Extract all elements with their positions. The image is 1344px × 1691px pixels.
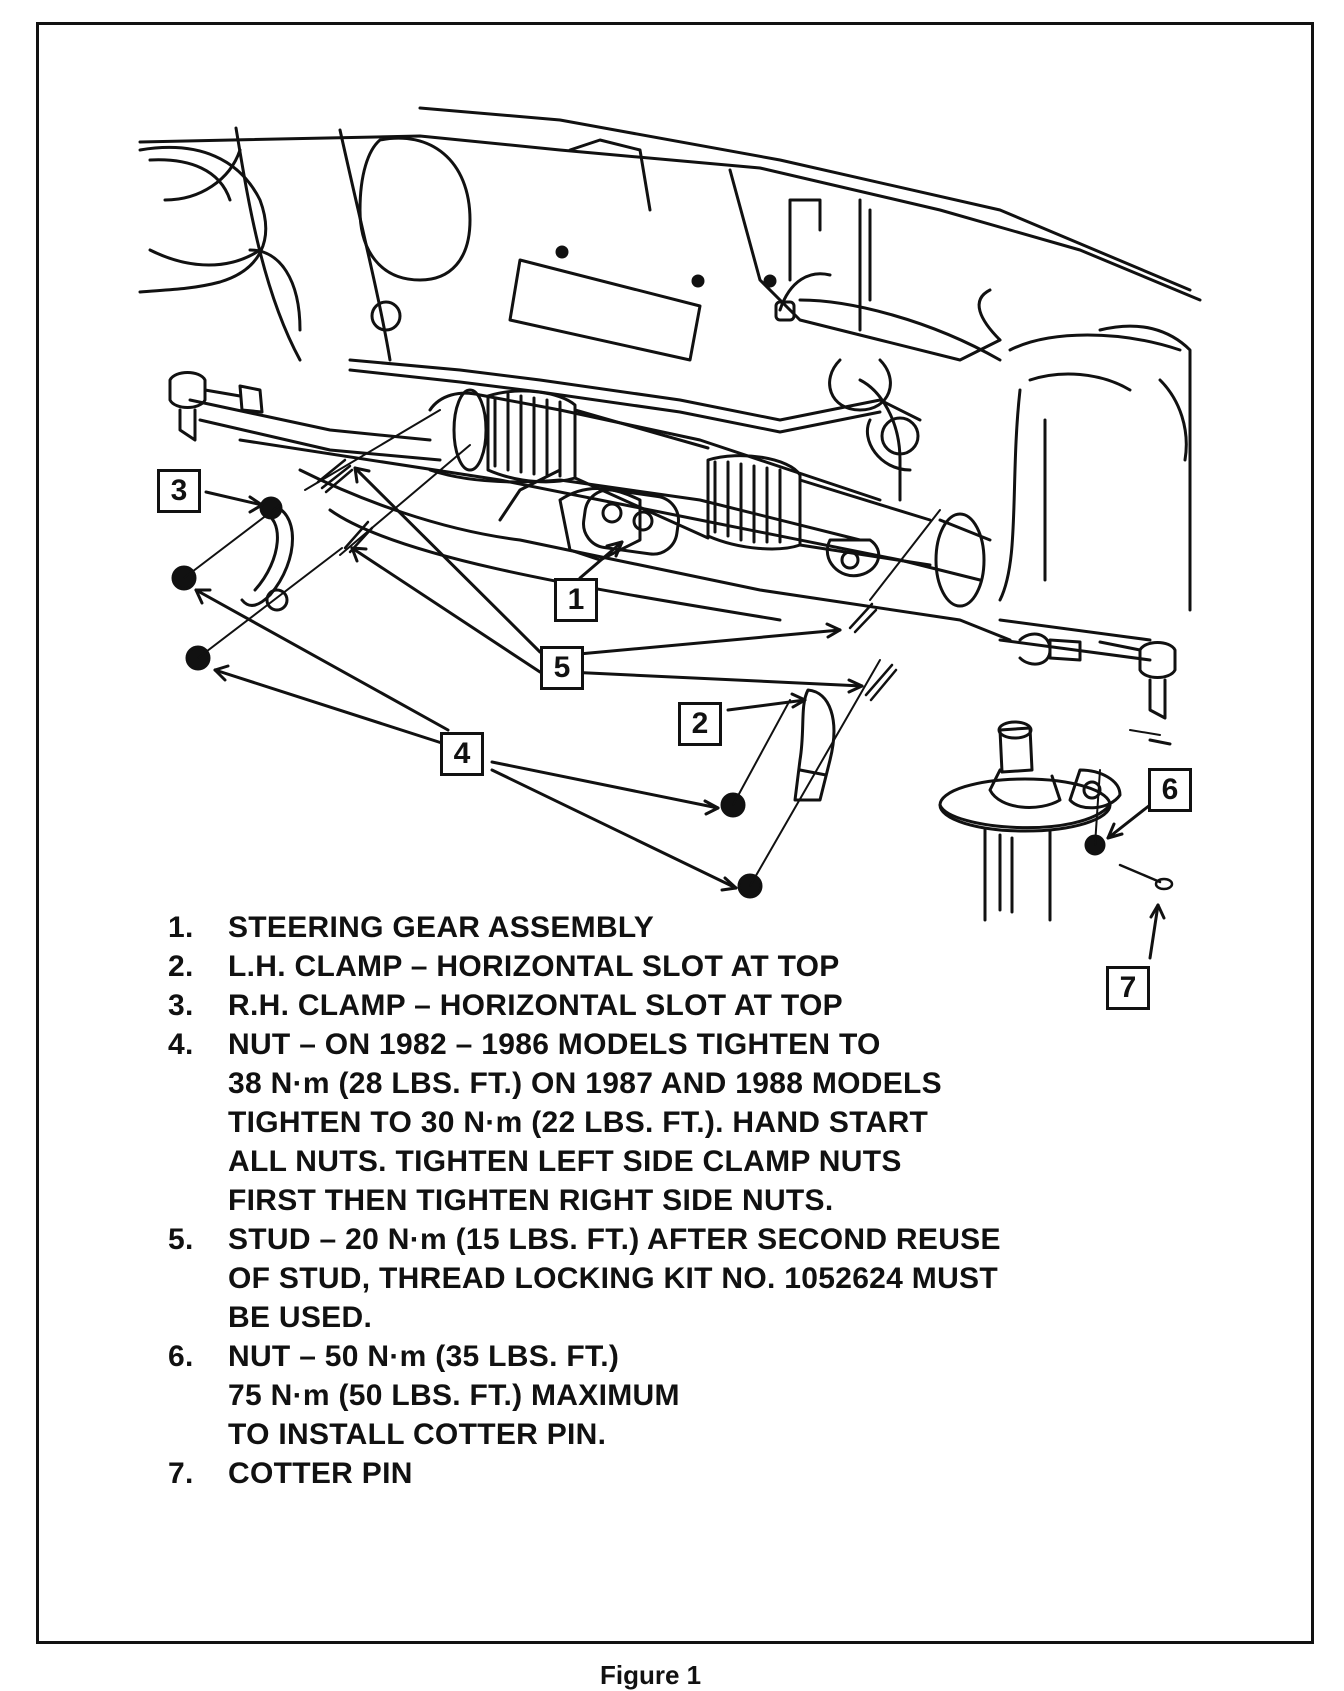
legend-item: 1. STEERING GEAR ASSEMBLY	[168, 908, 1168, 947]
callout-3-label: 3	[170, 474, 188, 507]
callout-leaders	[194, 466, 1166, 960]
legend-item-text: STEERING GEAR ASSEMBLY	[228, 911, 655, 944]
legend-item-number: 4.	[168, 1028, 194, 1061]
callout-5: 5	[540, 646, 584, 690]
legend-item-text: NUT – 50 N·m (35 LBS. FT.) 75 N·m (50 LB…	[228, 1340, 680, 1451]
body-panel-lines	[138, 106, 1202, 612]
left-tie-rod-end	[168, 371, 264, 442]
callout-4-label: 4	[453, 737, 471, 770]
legend-item-text: R.H. CLAMP – HORIZONTAL SLOT AT TOP	[228, 989, 843, 1022]
legend-item: 2. L.H. CLAMP – HORIZONTAL SLOT AT TOP	[168, 947, 1168, 986]
steering-rack	[188, 358, 1152, 662]
legend-item-number: 6.	[168, 1340, 194, 1373]
callout-4: 4	[440, 732, 484, 776]
legend-item-number: 2.	[168, 950, 194, 983]
rh-clamp	[240, 503, 294, 612]
strut-assembly	[938, 720, 1122, 922]
cotter-pin	[1118, 863, 1174, 891]
right-tie-rod-end	[1018, 632, 1177, 746]
callout-5-label: 5	[553, 651, 571, 684]
callout-1-label: 1	[567, 583, 585, 616]
legend-item-text: STUD – 20 N·m (15 LBS. FT.) AFTER SECOND…	[228, 1223, 1001, 1334]
assembly-guide-lines	[183, 409, 1161, 887]
crossmember	[238, 438, 1012, 642]
callout-6-label: 6	[1161, 773, 1179, 806]
lh-clamp	[793, 688, 836, 802]
legend-item: 5. STUD – 20 N·m (15 LBS. FT.) AFTER SECO…	[168, 1220, 1168, 1337]
callout-2: 2	[678, 702, 722, 746]
callout-7-label: 7	[1119, 971, 1137, 1004]
right-bellows	[706, 454, 802, 551]
legend-item: 4. NUT – ON 1982 – 1986 MODELS TIGHTEN TO…	[168, 1025, 1168, 1220]
callout-2-label: 2	[691, 707, 709, 740]
parts-legend: 1. STEERING GEAR ASSEMBLY 2. L.H. CLAMP – …	[168, 908, 1168, 1493]
callout-1: 1	[554, 578, 598, 622]
legend-item: 6. NUT – 50 N·m (35 LBS. FT.) 75 N·m (50 …	[168, 1337, 1168, 1454]
callout-3: 3	[157, 469, 201, 513]
callout-7: 7	[1106, 966, 1150, 1010]
studs	[316, 458, 898, 702]
legend-item-text: L.H. CLAMP – HORIZONTAL SLOT AT TOP	[228, 950, 840, 983]
legend-item-number: 5.	[168, 1223, 194, 1256]
legend-item-number: 1.	[168, 911, 194, 944]
legend-item: 3. R.H. CLAMP – HORIZONTAL SLOT AT TOP	[168, 986, 1168, 1025]
callout-6: 6	[1148, 768, 1192, 812]
legend-item-number: 7.	[168, 1457, 194, 1490]
legend-item-number: 3.	[168, 989, 194, 1022]
legend-item-text: COTTER PIN	[228, 1457, 413, 1490]
figure-frame	[36, 22, 1314, 1644]
legend-item-text: NUT – ON 1982 – 1986 MODELS TIGHTEN TO 3…	[228, 1028, 942, 1217]
nuts	[171, 496, 1106, 899]
legend-item: 7. COTTER PIN	[168, 1454, 1168, 1493]
